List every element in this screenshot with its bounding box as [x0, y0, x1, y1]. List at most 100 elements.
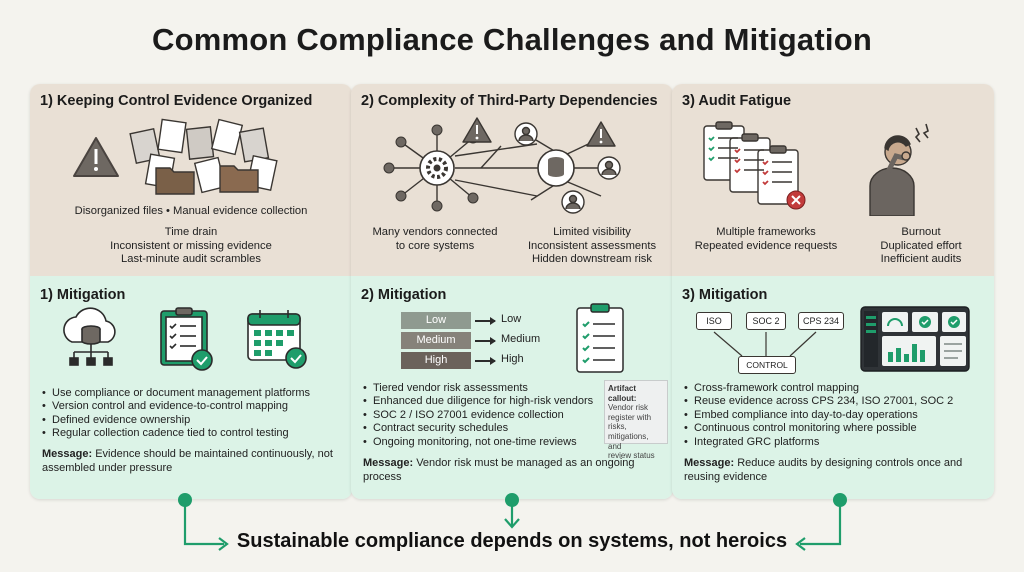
- callout-line: risks,: [608, 422, 627, 432]
- list-item: Use compliance or document management pl…: [42, 387, 310, 401]
- message: Message: Reduce audits by designing cont…: [684, 457, 984, 484]
- list-item: Continuous control monitoring where poss…: [684, 422, 953, 436]
- mitigation-bullets: Cross-framework control mapping Reuse ev…: [684, 382, 953, 449]
- framework-chip: CPS 234: [798, 312, 844, 330]
- message-label: Message:: [42, 448, 93, 460]
- list-item: Defined evidence ownership: [42, 414, 310, 428]
- framework-chip: SOC 2: [746, 312, 786, 330]
- database-icon: [537, 149, 575, 187]
- challenge-right-caption: Limited visibility Inconsistent assessme…: [511, 226, 673, 267]
- checklist-clipboard-icon: [576, 303, 624, 373]
- warning-icon: [73, 137, 119, 177]
- risk-tier-box: High: [401, 352, 471, 369]
- mitigation-panel: 3) Mitigation ISO SOC 2 CPS 234 CONTROL: [672, 276, 994, 499]
- caption-line: Multiple frameworks: [716, 226, 816, 238]
- challenge-panel: 1) Keeping Control Evidence Organized: [30, 84, 352, 276]
- challenge-left-caption: Multiple frameworks Repeated evidence re…: [676, 226, 856, 253]
- folder-icon: [155, 165, 259, 195]
- caption-line: Burnout: [901, 226, 941, 238]
- arrow-right-icon: [475, 317, 496, 325]
- artifact-callout: Artifact callout: Vendor risk register w…: [604, 380, 668, 460]
- mitigation-title: 1) Mitigation: [40, 287, 126, 303]
- caption-line: Inefficient audits: [880, 253, 962, 266]
- warning-icon: [586, 121, 616, 147]
- message-label: Message:: [363, 457, 414, 469]
- callout-line: register with: [608, 412, 652, 422]
- risk-tier-row: Medium Medium: [401, 332, 581, 349]
- dashboard-icon: [860, 306, 970, 372]
- caption-line: Many vendors connected: [372, 226, 498, 238]
- cloud-database-icon: [63, 307, 116, 366]
- gear-icon: [419, 150, 455, 186]
- risk-tier-label: Medium: [501, 333, 541, 345]
- challenge-caption: Disorganized files • Manual evidence col…: [74, 205, 308, 217]
- challenge-point: Inconsistent or missing evidence: [110, 239, 272, 252]
- challenge-illustration: [30, 116, 352, 216]
- control-mapping-diagram: ISO SOC 2 CPS 234 CONTROL: [682, 308, 852, 380]
- headache-icon: [914, 123, 929, 143]
- checklist-clipboard-icon: [160, 307, 213, 371]
- warning-icon: [462, 117, 492, 143]
- scattered-documents-icon: [129, 118, 278, 194]
- message-text: Evidence should be maintained continuous…: [42, 448, 333, 474]
- column-third-party: 2) Complexity of Third-Party Dependencie…: [351, 84, 673, 499]
- challenge-points: Time drain Inconsistent or missing evide…: [30, 226, 352, 267]
- challenge-point: Last-minute audit scrambles: [121, 253, 261, 266]
- message-text: Reduce audits by designing controls once…: [684, 457, 963, 483]
- callout-line: review status: [608, 451, 655, 461]
- caption-line: Inconsistent assessments: [527, 239, 657, 252]
- list-item: SOC 2 / ISO 27001 evidence collection: [363, 409, 593, 423]
- column-audit-fatigue: 3) Audit Fatigue: [672, 84, 994, 499]
- reject-icon: [786, 190, 806, 210]
- risk-tier-label: Low: [501, 313, 522, 325]
- challenge-illustration: [672, 116, 994, 216]
- user-icon: [514, 122, 621, 214]
- challenge-left-caption: Many vendors connected to core systems: [355, 226, 515, 253]
- mitigation-bullets: Tiered vendor risk assessments Enhanced …: [363, 382, 593, 449]
- challenge-illustration: [351, 116, 673, 216]
- list-item: Ongoing monitoring, not one-time reviews: [363, 436, 593, 450]
- challenge-point: Time drain: [164, 226, 218, 238]
- framework-chip: ISO: [696, 312, 732, 330]
- risk-tier-box: Medium: [401, 332, 471, 349]
- mitigation-bullets: Use compliance or document management pl…: [42, 387, 310, 441]
- list-item: Integrated GRC platforms: [684, 436, 953, 450]
- risk-tier-row: Low Low: [401, 312, 581, 329]
- calendar-check-icon: [247, 310, 307, 369]
- caption-line: Repeated evidence requests: [694, 239, 838, 252]
- mitigation-panel: 1) Mitigation: [30, 276, 352, 499]
- challenge-title: 3) Audit Fatigue: [682, 93, 792, 109]
- risk-tier-box: Low: [401, 312, 471, 329]
- list-item: Tiered vendor risk assessments: [363, 382, 593, 396]
- mitigation-title: 3) Mitigation: [682, 287, 768, 303]
- arrow-right-icon: [475, 337, 496, 345]
- risk-tier-row: High High: [401, 352, 581, 369]
- challenge-title: 1) Keeping Control Evidence Organized: [40, 93, 313, 109]
- risk-tier-label: High: [501, 353, 524, 365]
- caption-line: Hidden downstream risk: [531, 253, 652, 266]
- callout-line: mitigations, and: [608, 431, 649, 451]
- list-item: Regular collection cadence tied to contr…: [42, 427, 310, 441]
- callout-line: Vendor risk: [608, 403, 649, 413]
- message-text: Vendor risk must be managed as an ongoin…: [363, 457, 635, 483]
- message: Message: Vendor risk must be managed as …: [363, 457, 663, 484]
- stressed-person-icon: [869, 135, 915, 216]
- callout-title: Artifact callout:: [608, 384, 637, 403]
- stacked-checklists-icon: [703, 121, 799, 205]
- list-item: Embed compliance into day-to-day operati…: [684, 409, 953, 423]
- caption-line: to core systems: [395, 239, 475, 252]
- message: Message: Evidence should be maintained c…: [42, 448, 342, 475]
- list-item: Cross-framework control mapping: [684, 382, 953, 396]
- list-item: Version control and evidence-to-control …: [42, 400, 310, 414]
- list-item: Contract security schedules: [363, 422, 593, 436]
- challenge-title: 2) Complexity of Third-Party Dependencie…: [361, 93, 658, 109]
- caption-line: Duplicated effort: [880, 239, 962, 252]
- list-item: Enhanced due diligence for high-risk ven…: [363, 395, 593, 409]
- column-evidence-organized: 1) Keeping Control Evidence Organized: [30, 84, 352, 499]
- mitigation-title: 2) Mitigation: [361, 287, 447, 303]
- footer-message: Sustainable compliance depends on system…: [236, 530, 788, 552]
- challenge-panel: 2) Complexity of Third-Party Dependencie…: [351, 84, 673, 276]
- arrow-right-icon: [475, 357, 496, 365]
